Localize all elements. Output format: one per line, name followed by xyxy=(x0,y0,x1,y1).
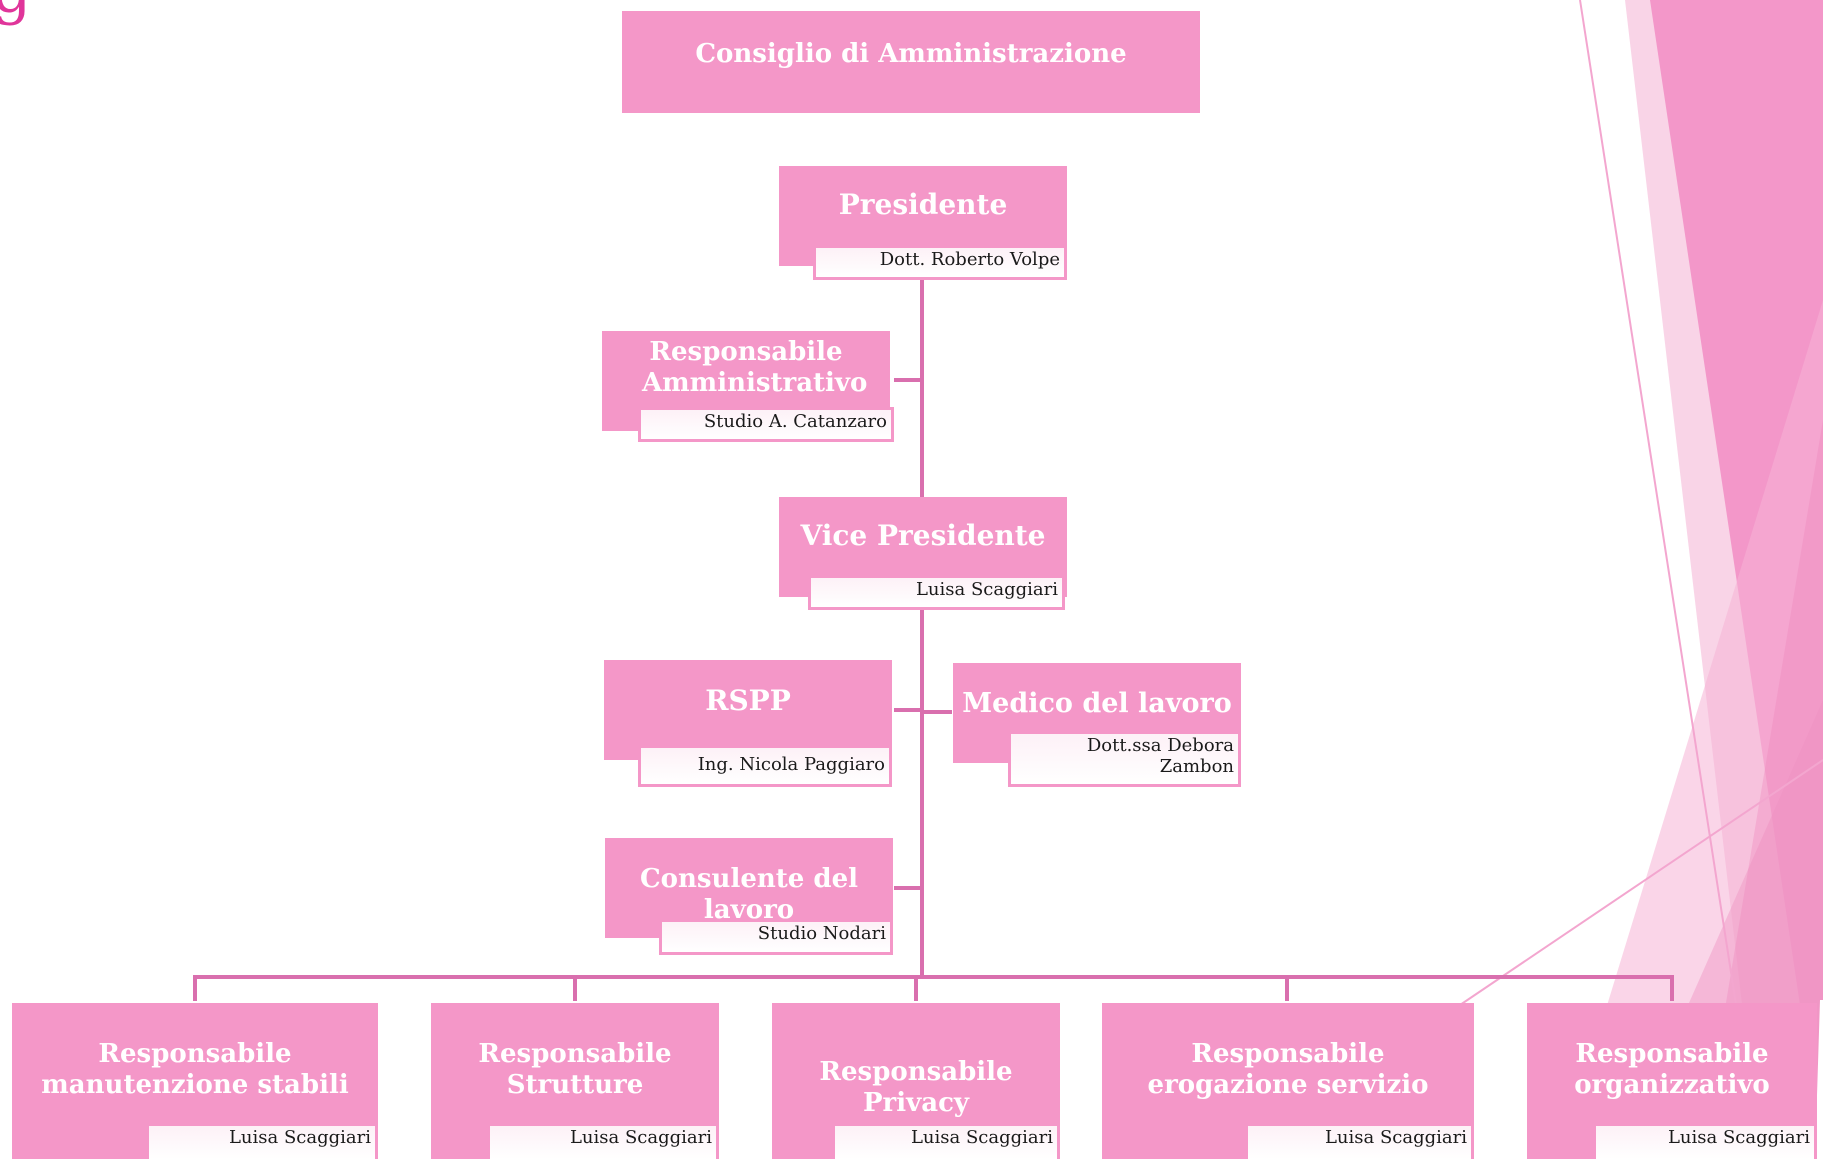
connector-admin xyxy=(894,378,922,382)
connector-rspp xyxy=(894,708,922,712)
rspp-role: RSPP xyxy=(705,684,791,717)
connector-drop-4 xyxy=(1285,975,1289,1001)
president-role: Presidente xyxy=(838,188,1008,221)
connector-consultant xyxy=(894,886,922,890)
bottom-name-4: Luisa Scaggiari xyxy=(1245,1123,1474,1159)
president-name: Dott. Roberto Volpe xyxy=(813,245,1067,280)
bottom-name-5: Luisa Scaggiari xyxy=(1593,1123,1817,1159)
admin-role: Responsabile Amministrativo xyxy=(642,337,868,398)
bottom-role-3: Responsabile Privacy xyxy=(819,1057,1013,1118)
vice-president-name: Luisa Scaggiari xyxy=(808,575,1065,610)
board-label: Consiglio di Amministrazione xyxy=(695,39,1127,69)
admin-name: Studio A. Catanzaro xyxy=(638,407,894,442)
connector-drop-3 xyxy=(914,975,918,1001)
bottom-name-1: Luisa Scaggiari xyxy=(146,1123,378,1159)
bottom-role-1: Responsabile manutenzione stabili xyxy=(41,1039,349,1100)
doctor-name: Dott.ssa Debora Zambon xyxy=(1008,731,1241,787)
slide-title-fragment: g xyxy=(0,0,32,22)
rspp-box: RSPP xyxy=(604,660,892,760)
connector-drop-1 xyxy=(193,975,197,1001)
bottom-role-5: Responsabile organizzativo xyxy=(1574,1039,1770,1100)
board-box: Consiglio di Amministrazione xyxy=(622,11,1200,113)
labor-consultant-role: Consulente del lavoro xyxy=(639,864,858,925)
connector-doctor xyxy=(922,710,952,714)
labor-consultant-name: Studio Nodari xyxy=(659,919,893,955)
vice-president-role: Vice Presidente xyxy=(800,519,1046,552)
bottom-name-3: Luisa Scaggiari xyxy=(832,1123,1060,1159)
connector-trunk xyxy=(920,280,924,976)
bottom-name-2: Luisa Scaggiari xyxy=(487,1123,719,1159)
connector-drop-5 xyxy=(1670,975,1674,1001)
doctor-role: Medico del lavoro xyxy=(962,688,1232,719)
rspp-name: Ing. Nicola Paggiaro xyxy=(638,745,892,787)
bottom-role-4: Responsabile erogazione servizio xyxy=(1147,1039,1429,1100)
connector-drop-2 xyxy=(573,975,577,1001)
connector-horizontal-bar xyxy=(193,975,1674,979)
bottom-role-2: Responsabile Strutture xyxy=(478,1039,672,1100)
